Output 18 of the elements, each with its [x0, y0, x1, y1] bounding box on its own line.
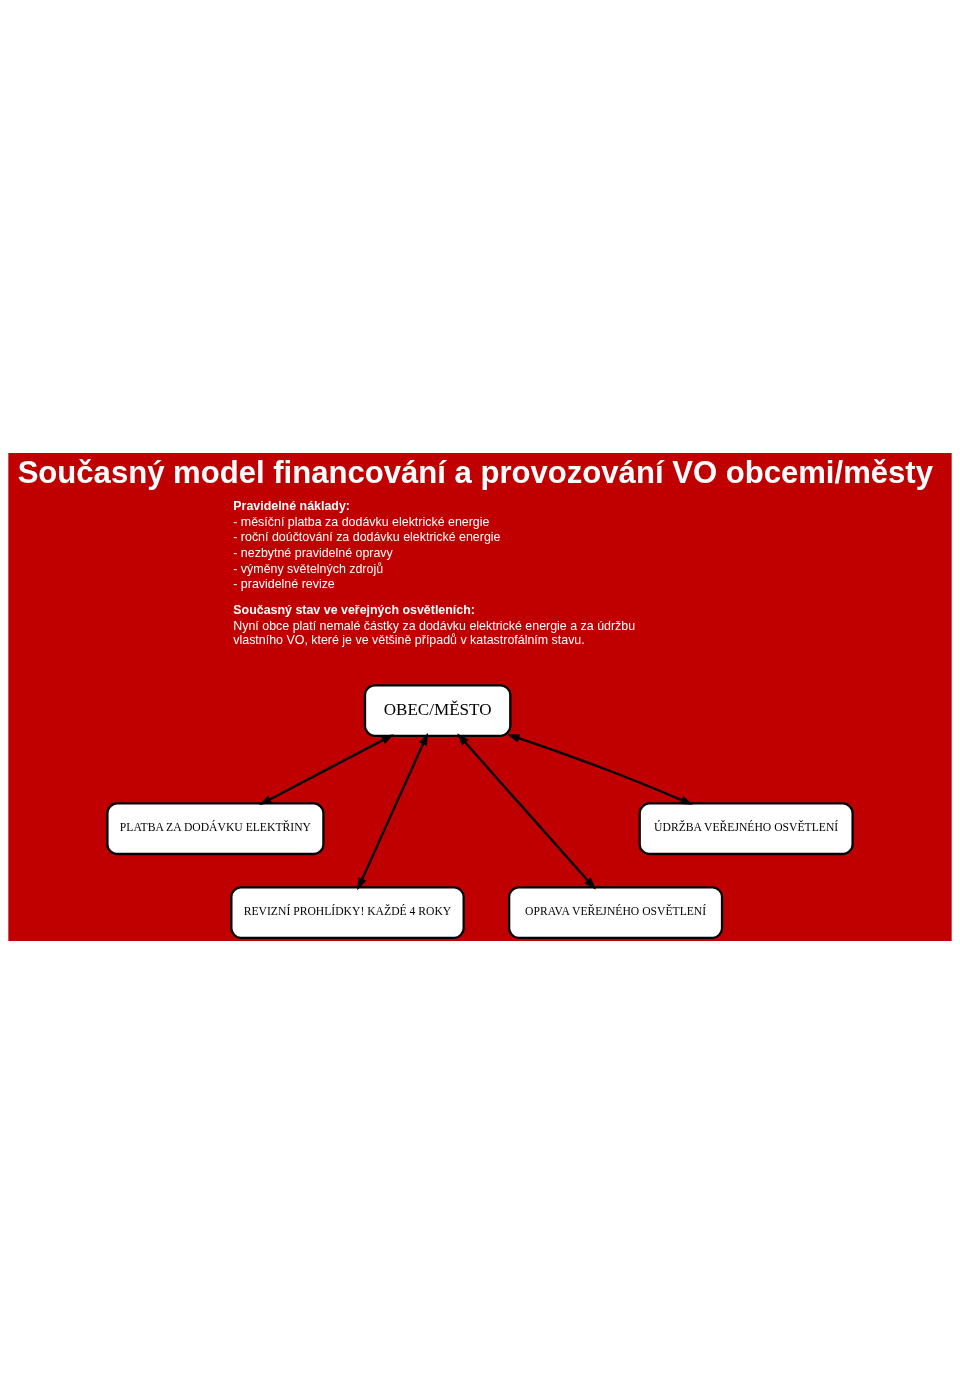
label: - měsíční platba za dodávku elektrické energie — [233, 514, 490, 529]
label: - nezbytné pravidelné opravy — [233, 545, 393, 560]
arrow — [259, 733, 394, 805]
arrow — [457, 732, 596, 890]
label: - pravidelné revize — [233, 576, 335, 591]
arrow — [507, 733, 693, 805]
node-box: ÚDRŽBA VEŘEJNÉHO OSVĚTLENÍ — [638, 801, 854, 855]
node-box: OBEC/MĚSTO — [363, 683, 512, 737]
node-box: PLATBA ZA DODÁVKU ELEKTŘINY — [106, 801, 325, 855]
node-box: OPRAVA VEŘEJNÉHO OSVĚTLENÍ — [507, 885, 724, 939]
label: - výměny světelných zdrojů — [233, 561, 384, 576]
arrow — [357, 732, 429, 890]
diagram-title: Současný model financování a provozování VO obcemi/městy — [17, 454, 933, 490]
node-box: REVIZNÍ PROHLÍDKY! KAŽDÉ 4 ROKY — [230, 885, 465, 939]
label: Pravidelné náklady: — [233, 498, 350, 513]
label: Nyní obce platí nemalé částky za dodávku elektrické energie a za údržbu vlastního VO, které je ve většině případů v katastrofálním stavu. — [233, 618, 636, 647]
label: - roční doúčtování za dodávku elektrické energie — [233, 529, 501, 544]
label: Současný stav ve veřejných osvětleních: — [233, 602, 475, 617]
